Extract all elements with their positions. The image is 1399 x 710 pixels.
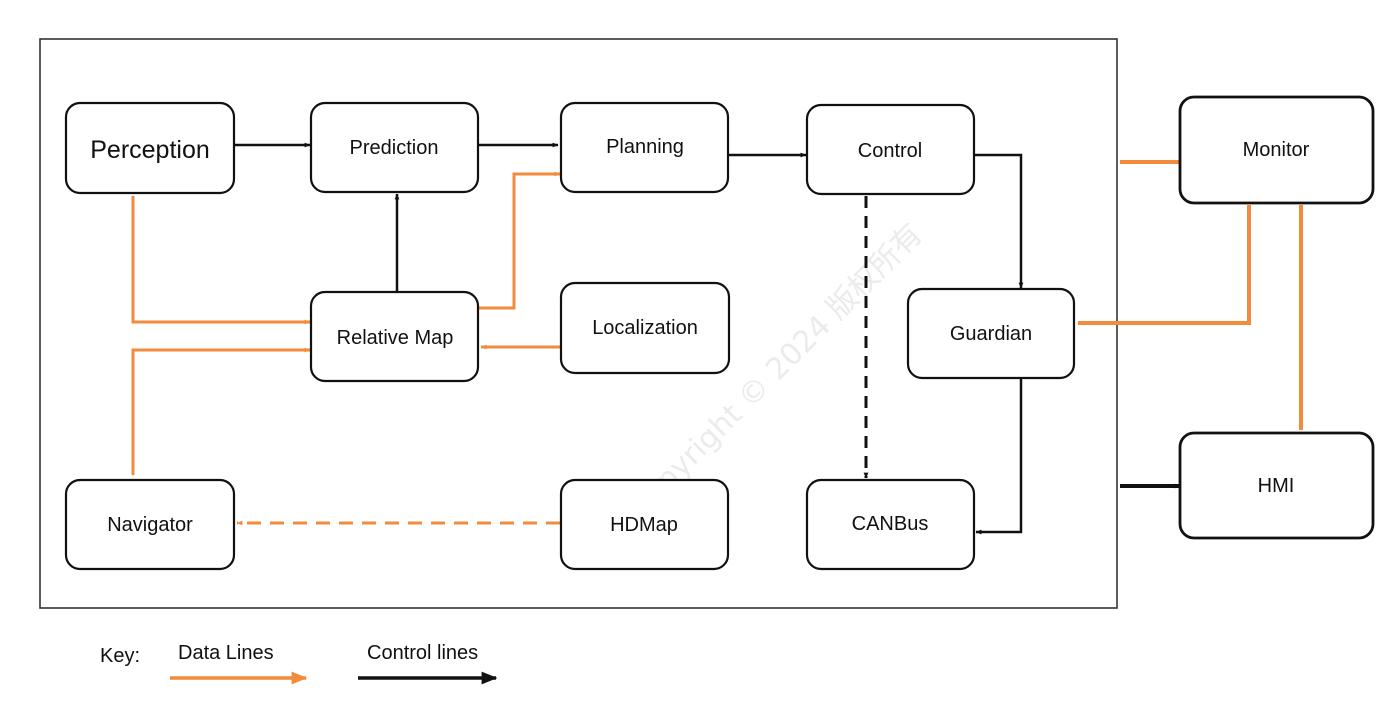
node-localization-label: Localization: [592, 317, 698, 339]
node-control-label: Control: [858, 140, 922, 162]
data-line-monitor-guardian: [1077, 205, 1251, 326]
legend: Key: Data Lines Control lines: [100, 642, 498, 685]
node-hmi: HMI: [1178, 431, 1375, 540]
node-monitor: Monitor: [1178, 95, 1375, 205]
node-navigator: Navigator: [64, 478, 236, 571]
node-canbus-label: CANBus: [852, 513, 929, 535]
control-line-control-guardian: [974, 153, 1024, 289]
data-lines: [131, 159, 1304, 526]
node-planning-label: Planning: [606, 136, 684, 158]
node-hmi-label: HMI: [1258, 475, 1295, 497]
data-line-perception-relativemap: [131, 196, 311, 325]
node-canbus: CANBus: [805, 478, 976, 571]
node-localization: Localization: [559, 281, 731, 375]
node-relative-map: Relative Map: [309, 290, 480, 383]
legend-data-lines-label: Data Lines: [178, 642, 274, 664]
node-hdmap-label: HDMap: [610, 514, 678, 536]
node-planning: Planning: [559, 101, 730, 194]
node-guardian: Guardian: [906, 287, 1076, 380]
legend-control-lines-label: Control lines: [367, 642, 478, 664]
node-prediction: Prediction: [309, 101, 480, 194]
node-guardian-label: Guardian: [950, 323, 1032, 345]
node-perception: Perception: [64, 101, 236, 195]
node-perception-label: Perception: [90, 136, 210, 164]
data-line-relativemap-planning: [478, 171, 561, 310]
data-line-navigator-relativemap: [131, 347, 311, 475]
control-lines: [234, 142, 1181, 535]
node-navigator-label: Navigator: [107, 514, 193, 536]
control-line-guardian-canbus: [975, 379, 1023, 535]
legend-key-label: Key:: [100, 645, 140, 667]
node-relative-map-label: Relative Map: [337, 327, 454, 349]
node-hdmap: HDMap: [559, 478, 730, 571]
node-prediction-label: Prediction: [350, 137, 439, 159]
node-control: Control: [805, 103, 976, 196]
node-monitor-label: Monitor: [1243, 139, 1310, 161]
